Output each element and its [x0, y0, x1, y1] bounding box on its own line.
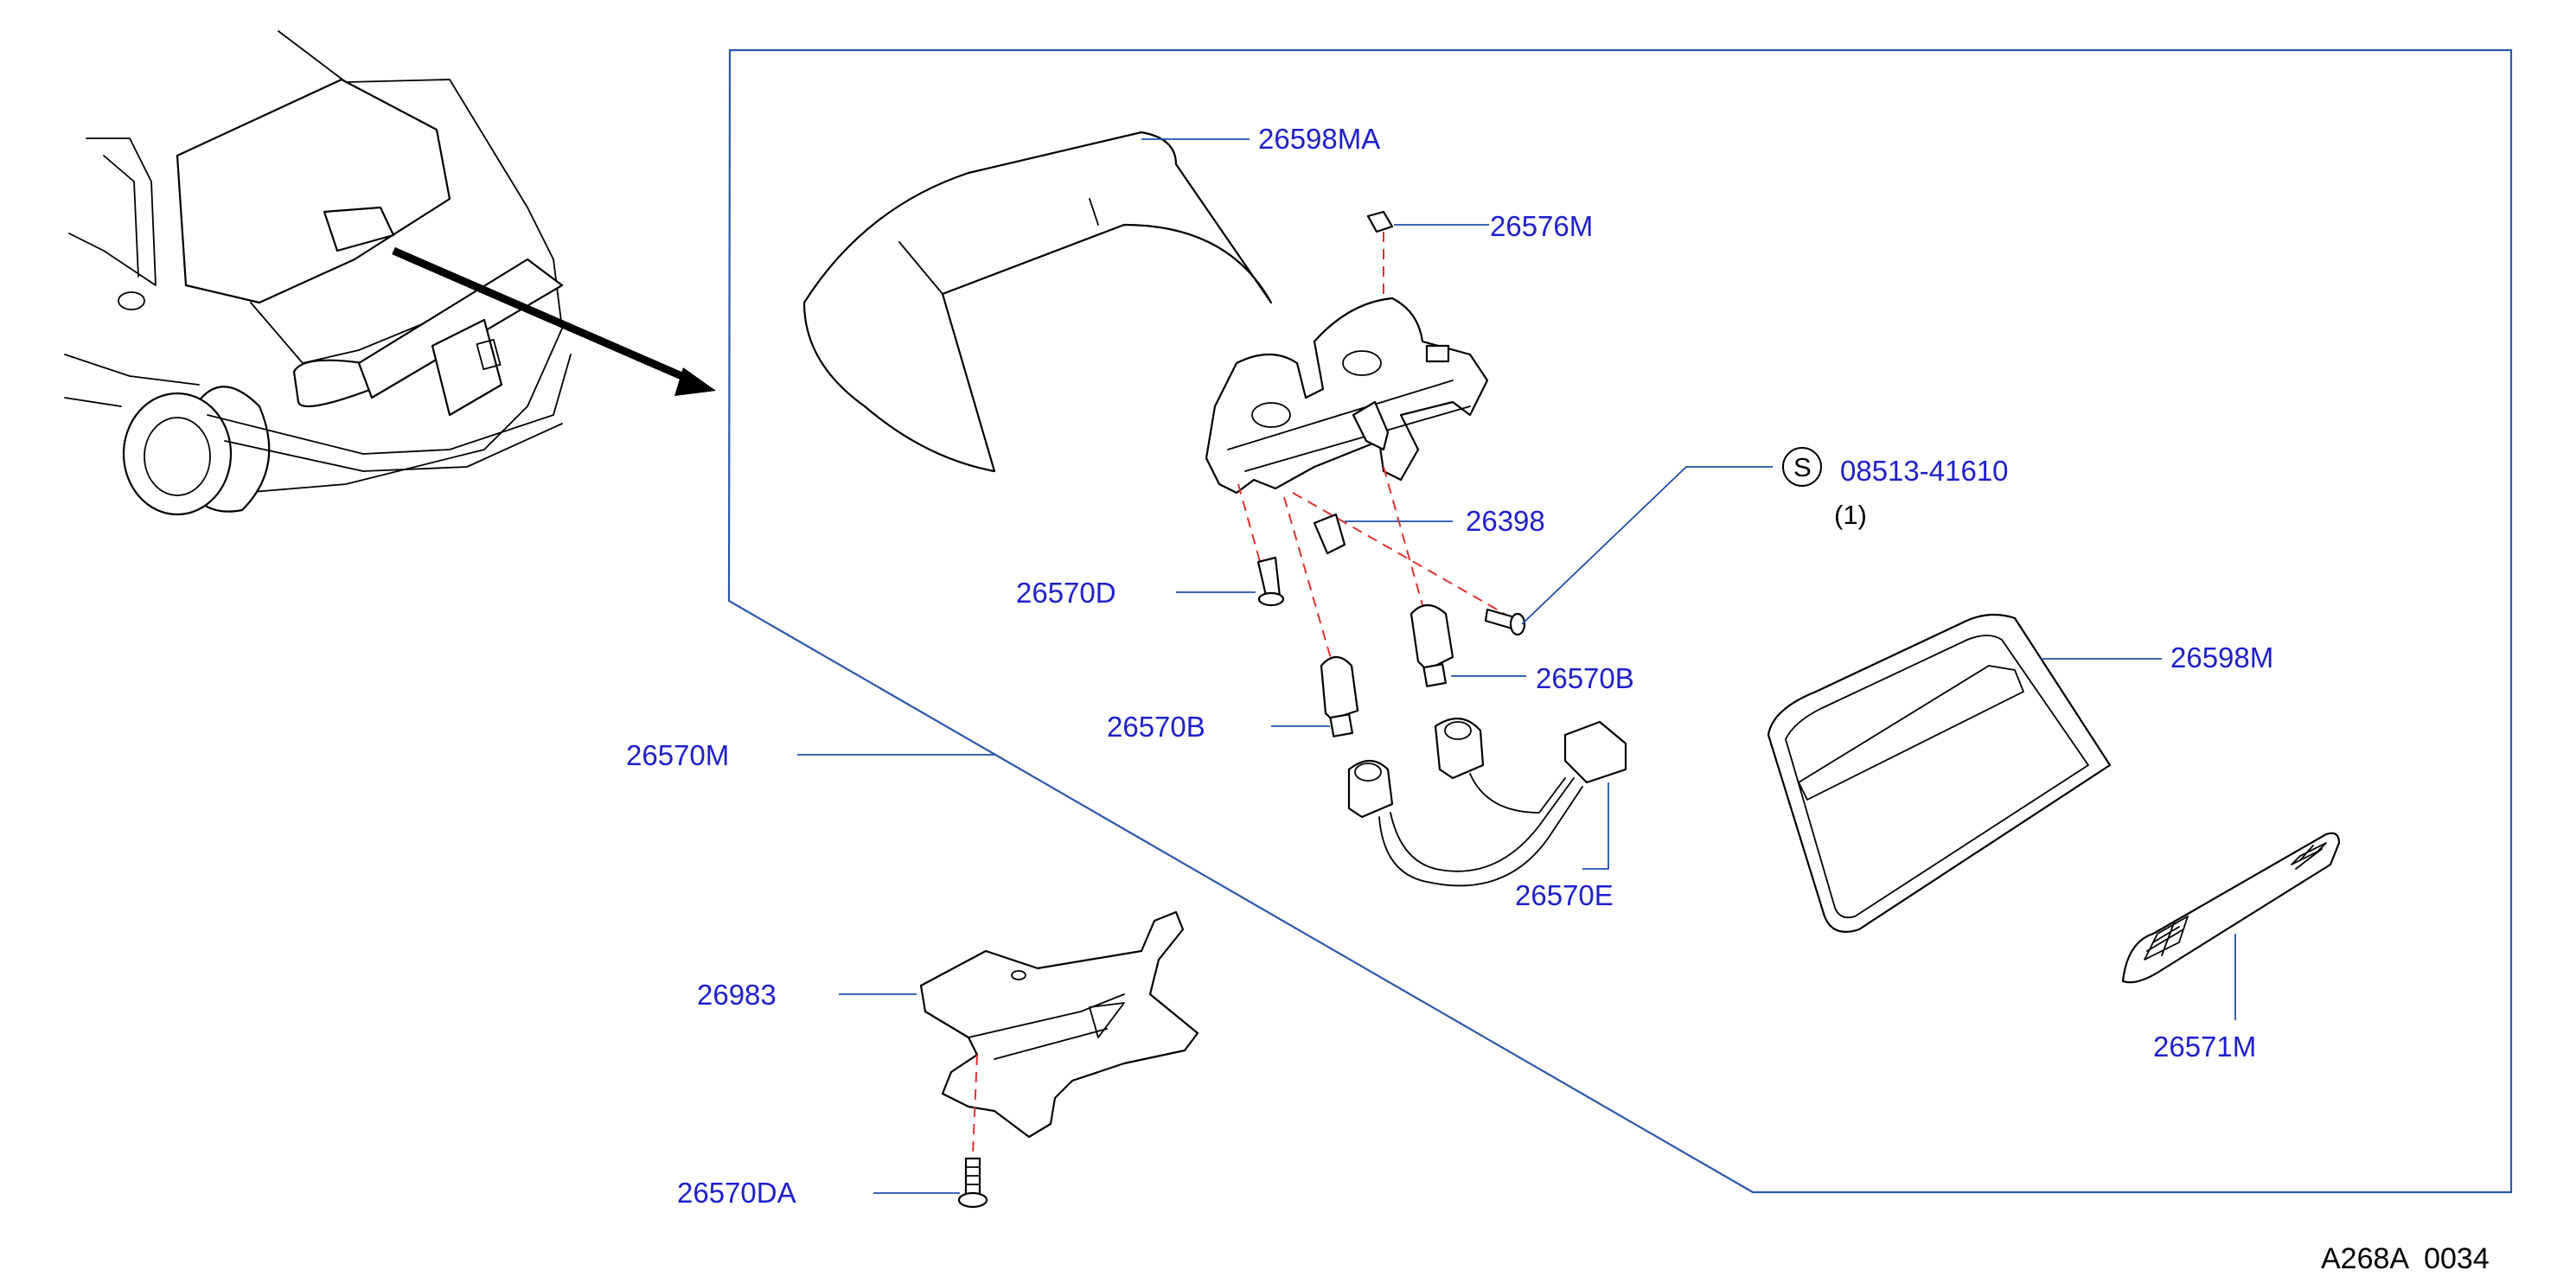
- label-26570m: 26570M: [626, 739, 729, 771]
- bracket-26983: [919, 910, 1199, 1139]
- label-08513-41610: 08513-41610: [1840, 455, 2009, 487]
- socket-harness: [1347, 718, 1627, 887]
- grommet-26576m: [1366, 210, 1394, 233]
- s-mark-circle: [1782, 447, 1822, 487]
- diagram-reference-code: A268A 0034: [2321, 1242, 2490, 1275]
- arrow-head: [674, 367, 716, 396]
- label-26570da: 26570DA: [677, 1177, 796, 1209]
- label-26598m: 26598M: [2170, 642, 2273, 673]
- label-26571m: 26571M: [2153, 1031, 2256, 1063]
- quantity-note: (1): [1834, 500, 1867, 530]
- label-26576m: 26576M: [1490, 210, 1593, 242]
- label-26570d: 26570D: [1016, 577, 1116, 609]
- direction-arrow: [392, 246, 694, 385]
- label-26398: 26398: [1466, 505, 1545, 537]
- assembly-frame: [727, 48, 2513, 1194]
- lamp-lens: [2121, 832, 2341, 984]
- label-26570e: 26570E: [1515, 879, 1614, 911]
- screw-26570da: [957, 1157, 988, 1209]
- label-26983: 26983: [697, 979, 777, 1011]
- bulb-26570b-right: [1409, 603, 1454, 687]
- lamp-lens-frame: [1767, 613, 2112, 933]
- label-26570b-left: 26570B: [1107, 711, 1205, 743]
- lamp-housing-bracket: [1205, 297, 1489, 495]
- screw-08513: [1484, 608, 1526, 636]
- screw-26570d: [1256, 556, 1285, 607]
- label-26598ma: 26598MA: [1258, 123, 1380, 155]
- bulb-26570b-left: [1320, 655, 1359, 737]
- s-mark: S: [1793, 452, 1812, 482]
- label-26570b-right: 26570B: [1536, 662, 1634, 694]
- rear-spoiler: [802, 131, 1273, 473]
- clip-26398: [1313, 513, 1346, 555]
- car-rear-illustration: [64, 30, 716, 516]
